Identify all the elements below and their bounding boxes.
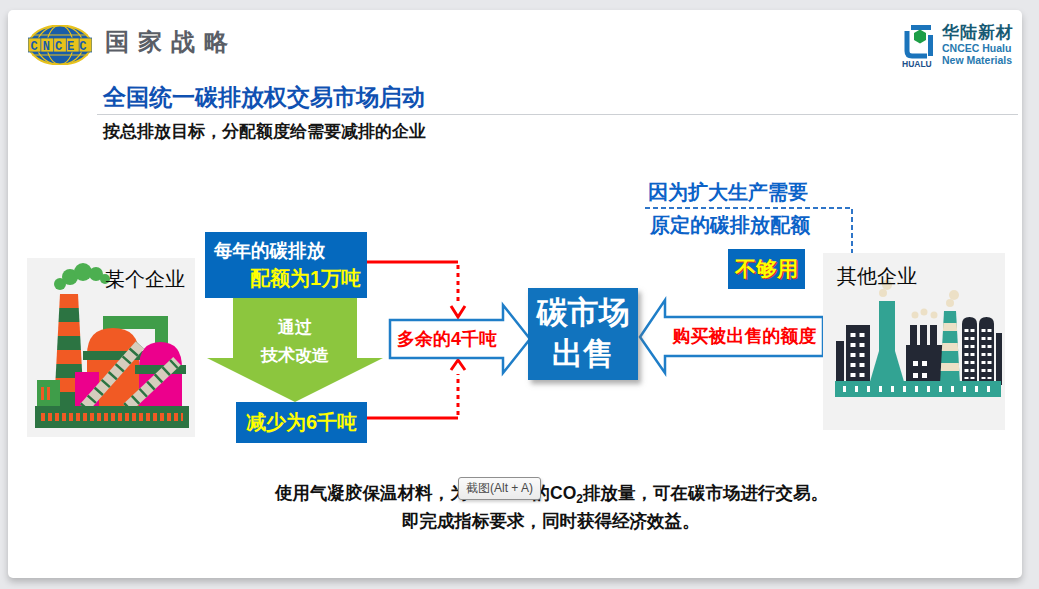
left-company-label: 某个企业 — [105, 266, 185, 293]
reduced-box: 减少为6千吨 — [236, 402, 367, 443]
hualu-name-cn: 华陆新材 — [942, 23, 1014, 42]
market-box: 碳市场 出售 — [528, 288, 638, 380]
buy-label: 购买被出售的额度 — [668, 317, 821, 356]
not-enough-box: 不够用 — [728, 249, 805, 289]
process-arrow-line2: 技术改造 — [207, 344, 383, 367]
hualu-logo-icon: HUALU — [901, 22, 935, 68]
hualu-name-en2: New Materials — [942, 54, 1014, 66]
footer-line1-rest: 排放量，可在碳市场进行交易。 — [583, 483, 828, 503]
right-company-label: 其他企业 — [837, 263, 917, 290]
page-title: 全国统一碳排放权交易市场启动 — [103, 82, 425, 113]
quota-box-line1: 每年的碳排放 — [214, 238, 325, 263]
svg-text:CNCEC: CNCEC — [30, 40, 91, 54]
footer-line1-prefix: 使用气凝胶保温材料，为 — [275, 483, 468, 503]
reason-line2: 原定的碳排放配额 — [650, 212, 810, 239]
quota-box-line2: 配额为1万吨 — [250, 265, 361, 292]
footer-line1: 使用气凝胶保温材料，为的CO2排放量，可在碳市场进行交易。 — [275, 481, 828, 506]
title-underline — [97, 114, 1018, 115]
quota-box: 每年的碳排放 配额为1万吨 — [205, 232, 367, 298]
brand-title: 国家战略 — [105, 26, 237, 58]
slide-page: CNCEC 国家战略 HUALU 华陆新材 CNCEC Hualu New Ma… — [8, 10, 1022, 578]
surplus-label: 多余的4千吨 — [391, 320, 503, 358]
co2-subscript: 2 — [576, 492, 583, 506]
red-arrowhead-down — [451, 306, 465, 317]
hualu-name-en1: CNCEC Hualu — [942, 42, 1014, 54]
reason-line1: 因为扩大生产需要 — [648, 179, 808, 206]
cncec-logo: CNCEC — [28, 25, 92, 65]
process-arrow-line1: 通过 — [207, 316, 383, 339]
market-box-line1: 碳市场 — [528, 292, 638, 333]
red-arrowhead-up — [451, 360, 465, 370]
page-subtitle: 按总排放目标，分配额度给需要减排的企业 — [103, 120, 426, 143]
market-box-line2: 出售 — [528, 333, 638, 374]
footer-line2: 即完成指标要求，同时获得经济效益。 — [402, 509, 700, 533]
left-company-card: 某个企业 — [27, 258, 195, 437]
svg-text:HUALU: HUALU — [902, 59, 932, 68]
screenshot-tooltip: 截图(Alt + A) — [458, 477, 541, 500]
hualu-logo-text: 华陆新材 CNCEC Hualu New Materials — [942, 23, 1014, 66]
right-company-card: 其他企业 — [823, 253, 1005, 430]
